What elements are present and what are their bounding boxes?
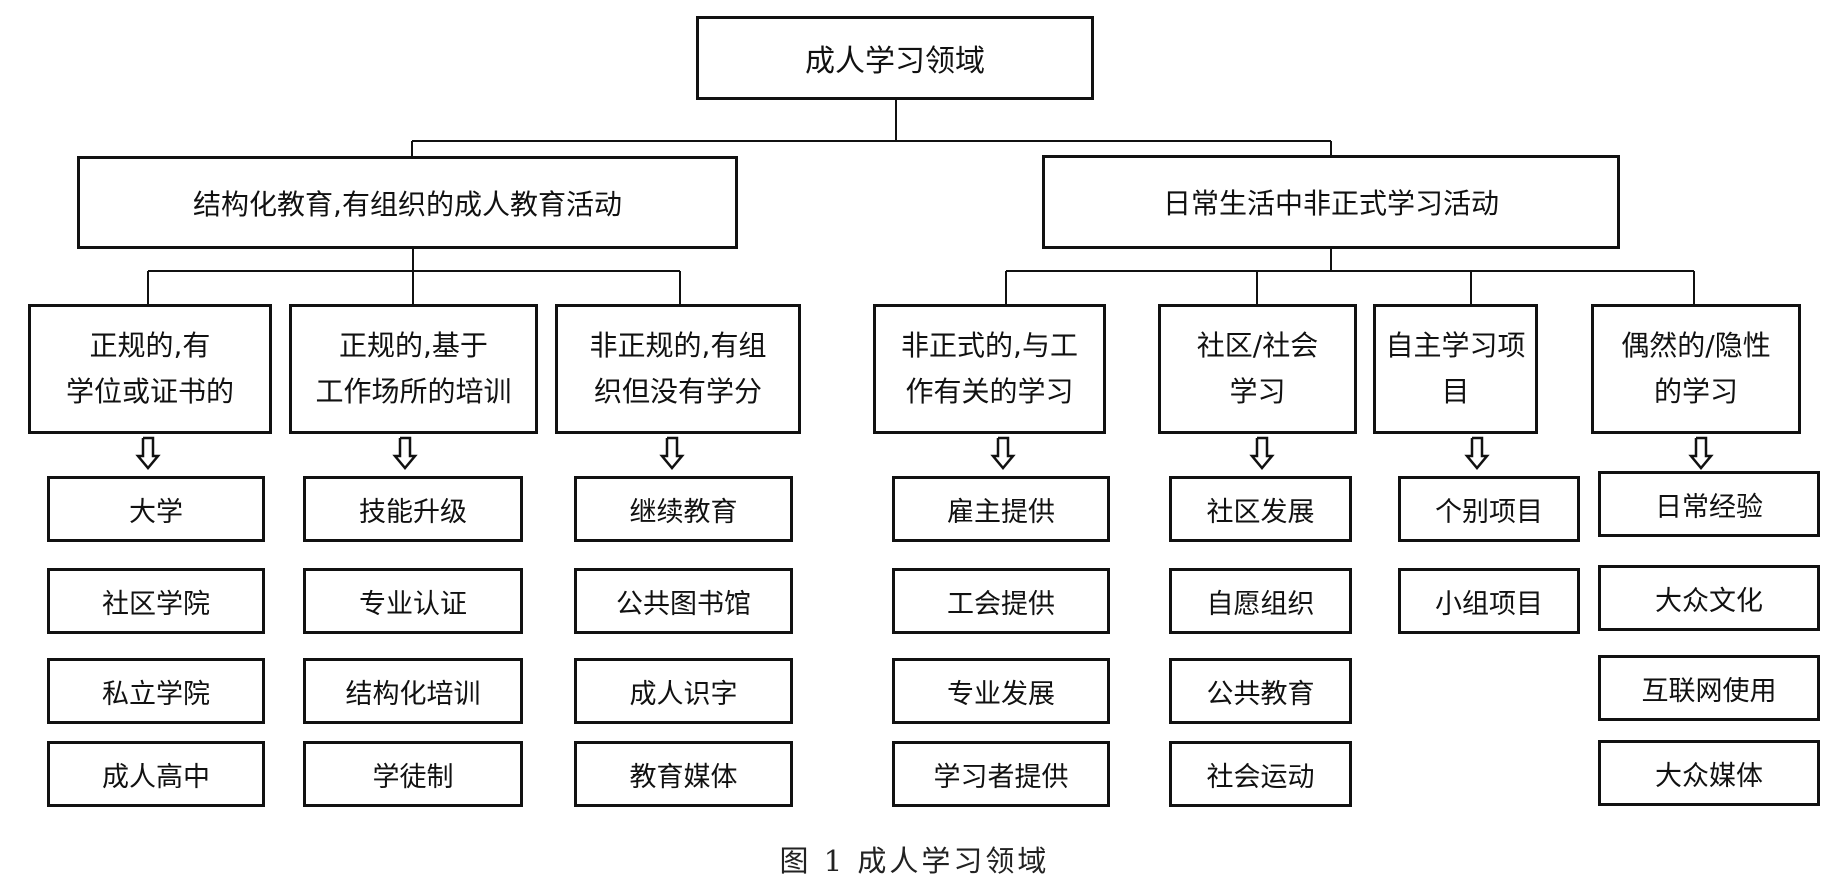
leaf-box: 大学 — [47, 476, 265, 542]
group-formal-degree-label: 正规的,有 学位或证书的 — [65, 329, 234, 408]
leaf-box: 社区发展 — [1169, 476, 1352, 542]
leaf-box: 个别项目 — [1398, 476, 1580, 542]
down-arrow-icon — [392, 436, 418, 470]
group-incidental-box: 偶然的/隐性 的学习 — [1591, 304, 1801, 434]
leaf-label: 成人高中 — [102, 761, 210, 793]
leaf-box: 专业发展 — [892, 658, 1110, 724]
leaf-label: 专业发展 — [947, 678, 1055, 710]
group-nonformal-label: 非正规的,有组 织但没有学分 — [589, 329, 767, 408]
branch-structured-label: 结构化教育,有组织的成人教育活动 — [193, 187, 622, 221]
leaf-box: 雇主提供 — [892, 476, 1110, 542]
leaf-box: 社区学院 — [47, 568, 265, 634]
group-nonformal-box: 非正规的,有组 织但没有学分 — [555, 304, 801, 434]
leaf-box: 学习者提供 — [892, 741, 1110, 807]
leaf-label: 大学 — [129, 496, 183, 528]
leaf-label: 私立学院 — [102, 678, 210, 710]
group-workplace-training-label: 正规的,基于 工作场所的培训 — [315, 329, 512, 408]
leaf-box: 教育媒体 — [574, 741, 793, 807]
leaf-label: 社区发展 — [1206, 496, 1315, 528]
leaf-label: 教育媒体 — [629, 761, 738, 793]
leaf-label: 社会运动 — [1206, 761, 1315, 793]
leaf-box: 大众文化 — [1598, 565, 1820, 631]
group-work-related-label: 非正式的,与工 作有关的学习 — [901, 329, 1078, 408]
leaf-box: 互联网使用 — [1598, 655, 1820, 721]
leaf-label: 大众媒体 — [1655, 760, 1763, 792]
leaf-label: 学徒制 — [372, 761, 454, 793]
leaf-label: 工会提供 — [947, 588, 1055, 620]
leaf-box: 结构化培训 — [303, 658, 523, 724]
leaf-label: 公共图书馆 — [616, 588, 751, 620]
branch-informal-box: 日常生活中非正式学习活动 — [1042, 155, 1620, 249]
leaf-box: 公共教育 — [1169, 658, 1352, 724]
down-arrow-icon — [1688, 436, 1714, 470]
down-arrow-icon — [1464, 436, 1490, 470]
leaf-box: 成人识字 — [574, 658, 793, 724]
leaf-box: 工会提供 — [892, 568, 1110, 634]
leaf-box: 学徒制 — [303, 741, 523, 807]
leaf-box: 大众媒体 — [1598, 740, 1820, 806]
group-self-directed-label: 自主学习项目 — [1385, 329, 1526, 408]
group-community-label: 社区/社会 学习 — [1196, 329, 1319, 408]
leaf-box: 私立学院 — [47, 658, 265, 724]
leaf-label: 继续教育 — [629, 496, 738, 528]
group-community-box: 社区/社会 学习 — [1158, 304, 1357, 434]
leaf-box: 继续教育 — [574, 476, 793, 542]
leaf-label: 社区学院 — [102, 588, 210, 620]
branch-informal-label: 日常生活中非正式学习活动 — [1162, 187, 1499, 220]
leaf-box: 技能升级 — [303, 476, 523, 542]
leaf-label: 结构化培训 — [345, 678, 481, 710]
leaf-label: 技能升级 — [359, 496, 467, 528]
root-box: 成人学习领域 — [696, 16, 1094, 100]
group-workplace-training-box: 正规的,基于 工作场所的培训 — [289, 304, 538, 434]
leaf-label: 个别项目 — [1435, 496, 1543, 528]
leaf-label: 互联网使用 — [1641, 675, 1777, 707]
leaf-label: 成人识字 — [629, 678, 738, 710]
branch-structured-box: 结构化教育,有组织的成人教育活动 — [77, 156, 738, 249]
leaf-box: 自愿组织 — [1169, 568, 1352, 634]
leaf-label: 大众文化 — [1655, 585, 1763, 617]
leaf-box: 社会运动 — [1169, 741, 1352, 807]
group-incidental-label: 偶然的/隐性 的学习 — [1621, 329, 1771, 408]
leaf-label: 雇主提供 — [947, 496, 1055, 528]
leaf-label: 日常经验 — [1655, 491, 1763, 523]
down-arrow-icon — [135, 436, 161, 470]
leaf-label: 学习者提供 — [933, 761, 1069, 793]
group-self-directed-box: 自主学习项目 — [1373, 304, 1538, 434]
down-arrow-icon — [1249, 436, 1275, 470]
figure-caption: 图 1 成人学习领域 — [779, 844, 1050, 878]
down-arrow-icon — [990, 436, 1016, 470]
leaf-box: 小组项目 — [1398, 568, 1580, 634]
leaf-box: 专业认证 — [303, 568, 523, 634]
leaf-box: 公共图书馆 — [574, 568, 793, 634]
leaf-label: 自愿组织 — [1206, 588, 1315, 620]
group-work-related-box: 非正式的,与工 作有关的学习 — [873, 304, 1106, 434]
leaf-label: 公共教育 — [1206, 678, 1315, 710]
leaf-box: 成人高中 — [47, 741, 265, 807]
group-formal-degree-box: 正规的,有 学位或证书的 — [28, 304, 272, 434]
leaf-label: 小组项目 — [1435, 588, 1543, 620]
root-label: 成人学习领域 — [805, 44, 985, 79]
leaf-label: 专业认证 — [359, 588, 467, 620]
leaf-box: 日常经验 — [1598, 471, 1820, 537]
down-arrow-icon — [659, 436, 685, 470]
